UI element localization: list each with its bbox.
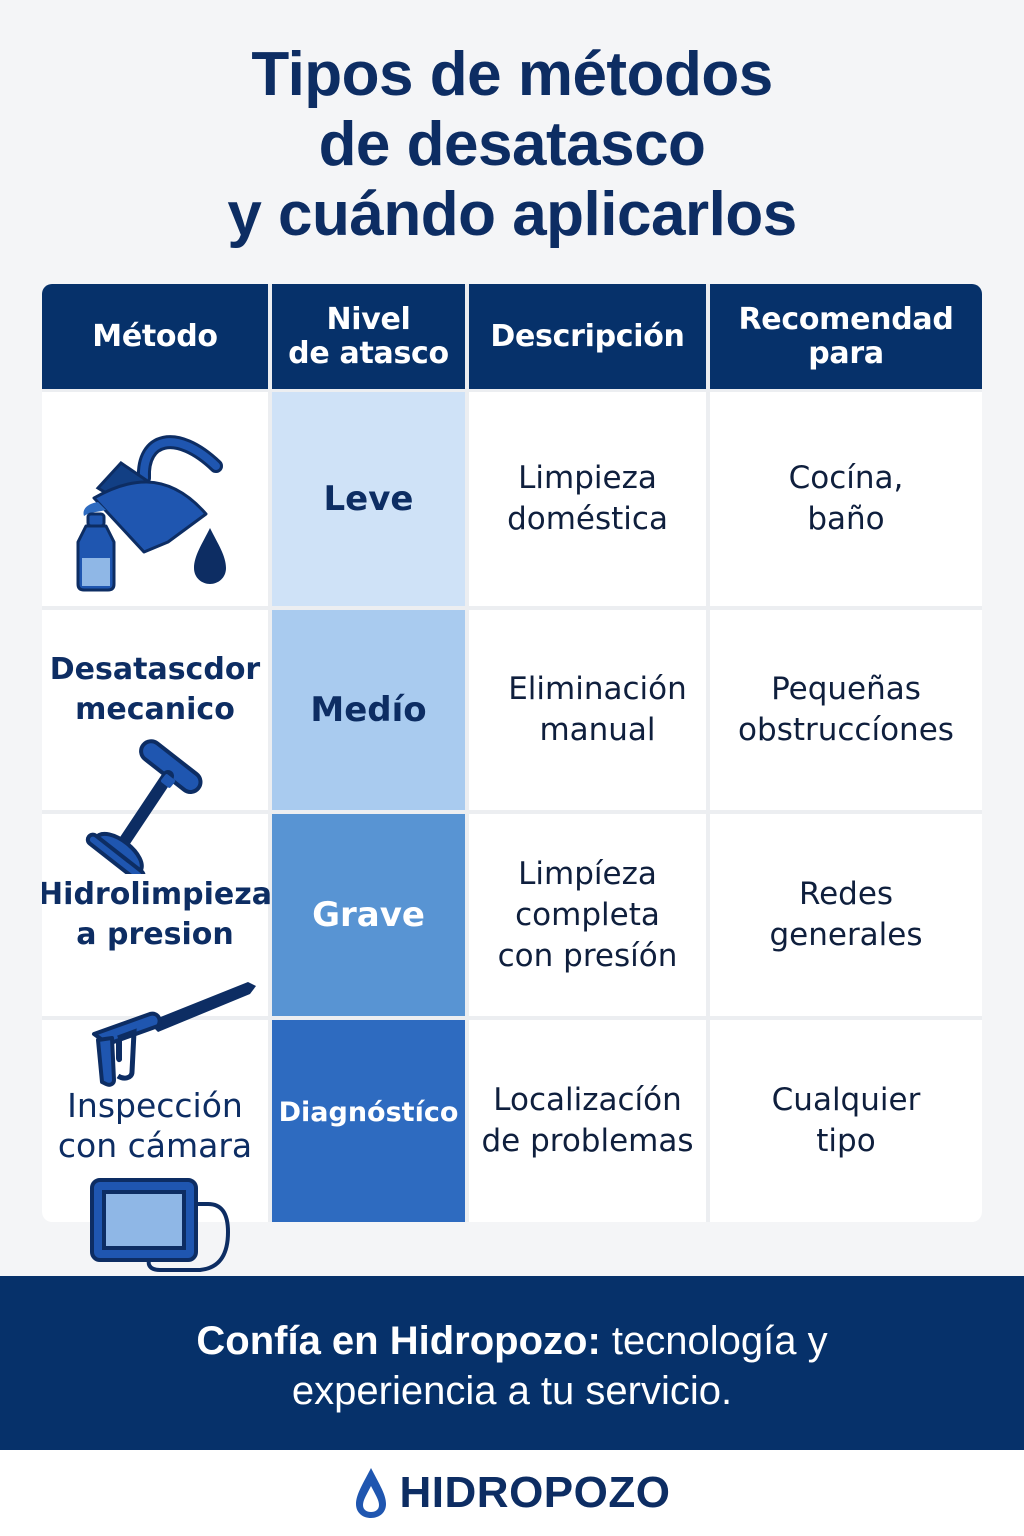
water-drop-icon [355,1468,386,1518]
header-description: Descripción [469,284,706,389]
plunger-icon [85,739,203,874]
camera-monitor-icon [90,1178,231,1272]
banner-line-1: Confía en Hidropozo: tecnología y [0,1316,1024,1366]
title-line-3: y cuándo aplicarlos [227,180,797,249]
table-row-4-description: Localizacíón de problemas [469,1020,706,1222]
banner-rest-text: tecnología y [600,1319,828,1363]
table-row-3-method: Hidrolimpieza a presion [42,814,272,1016]
title-line-1: Tipos de métodos [251,40,773,109]
banner-line-2: experiencia a tu servicio. [291,1369,733,1413]
cta-banner: Confía en Hidropozo: tecnología y experi… [0,1276,1024,1450]
level-cell-leve: Leve [272,392,465,606]
level-cell-diagnostico: Diagnóstíco [272,1020,465,1222]
banner-bold-text: Confía en Hidropozo: [196,1319,601,1363]
page-title: Tipos de métodos de desatasco y cuándo a… [0,40,1024,250]
table-row-2-method: Desatascdor mecanico [42,610,268,810]
pressure-washer-icon [92,982,256,1087]
table-row-1-description: Limpieza domésti­ca [469,392,706,606]
table-row-3-recommended: Redes generales [710,814,982,1016]
title-line-2: de desatasco [318,110,706,179]
level-cell-grave: Grave [272,814,465,1016]
brand-name: HIDROPOZO [399,1468,671,1517]
footer-logo: HIDROPOZO [0,1450,1024,1536]
header-level: Nivel de atasco [272,284,465,389]
table-row-1-recommended: Cocína, baño [710,392,982,606]
pouring-liquid-icon [76,435,226,592]
table-row-3-description: Limpíeza completa con presíón [469,814,706,1016]
level-cell-medio: Medío [272,610,465,810]
table-row-2-description: Eliminación manual [469,610,706,810]
table-row-2-recommended: Pequeñas obstruccíones [710,610,982,810]
header-method: Método [42,284,268,389]
header-recommended: Recomendad para [710,284,982,389]
table-row-4-recommended: Cualquier tipo [710,1020,982,1222]
methods-table: Método Nivel de atasco Descripción Recom… [42,284,982,1222]
